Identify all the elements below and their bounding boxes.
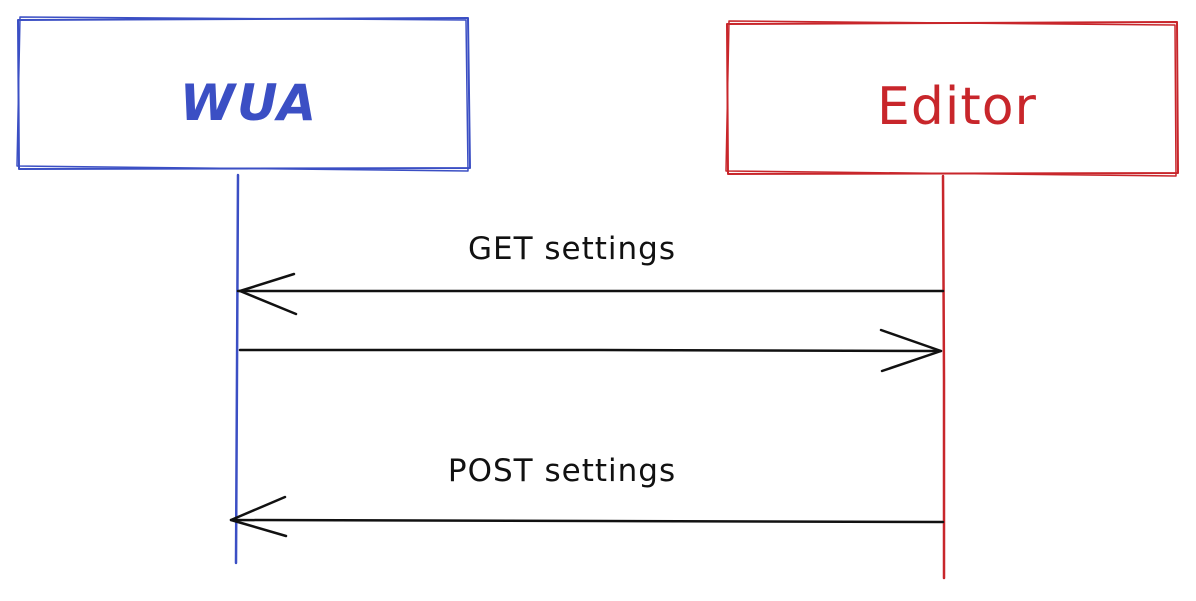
actor-box-wua: WUA	[16, 16, 471, 172]
message-label-post-settings: POST settings	[448, 453, 676, 489]
actor-box-editor: Editor	[725, 20, 1179, 177]
arrowhead-left-icon	[238, 272, 298, 316]
message-post-settings: POST settings	[229, 453, 945, 538]
message-get-settings: GET settings	[236, 231, 945, 316]
arrow-line-response	[238, 348, 943, 353]
actor-label-editor: Editor	[877, 77, 1037, 137]
lifeline-editor	[941, 174, 946, 580]
arrowhead-right-icon	[879, 328, 943, 373]
actor-label-wua: WUA	[180, 74, 318, 132]
arrow-line-post-settings	[229, 518, 945, 524]
arrowhead-left-icon	[229, 495, 288, 538]
message-response	[238, 328, 943, 373]
message-label-get-settings: GET settings	[468, 231, 676, 267]
lifeline-wua	[234, 173, 240, 565]
